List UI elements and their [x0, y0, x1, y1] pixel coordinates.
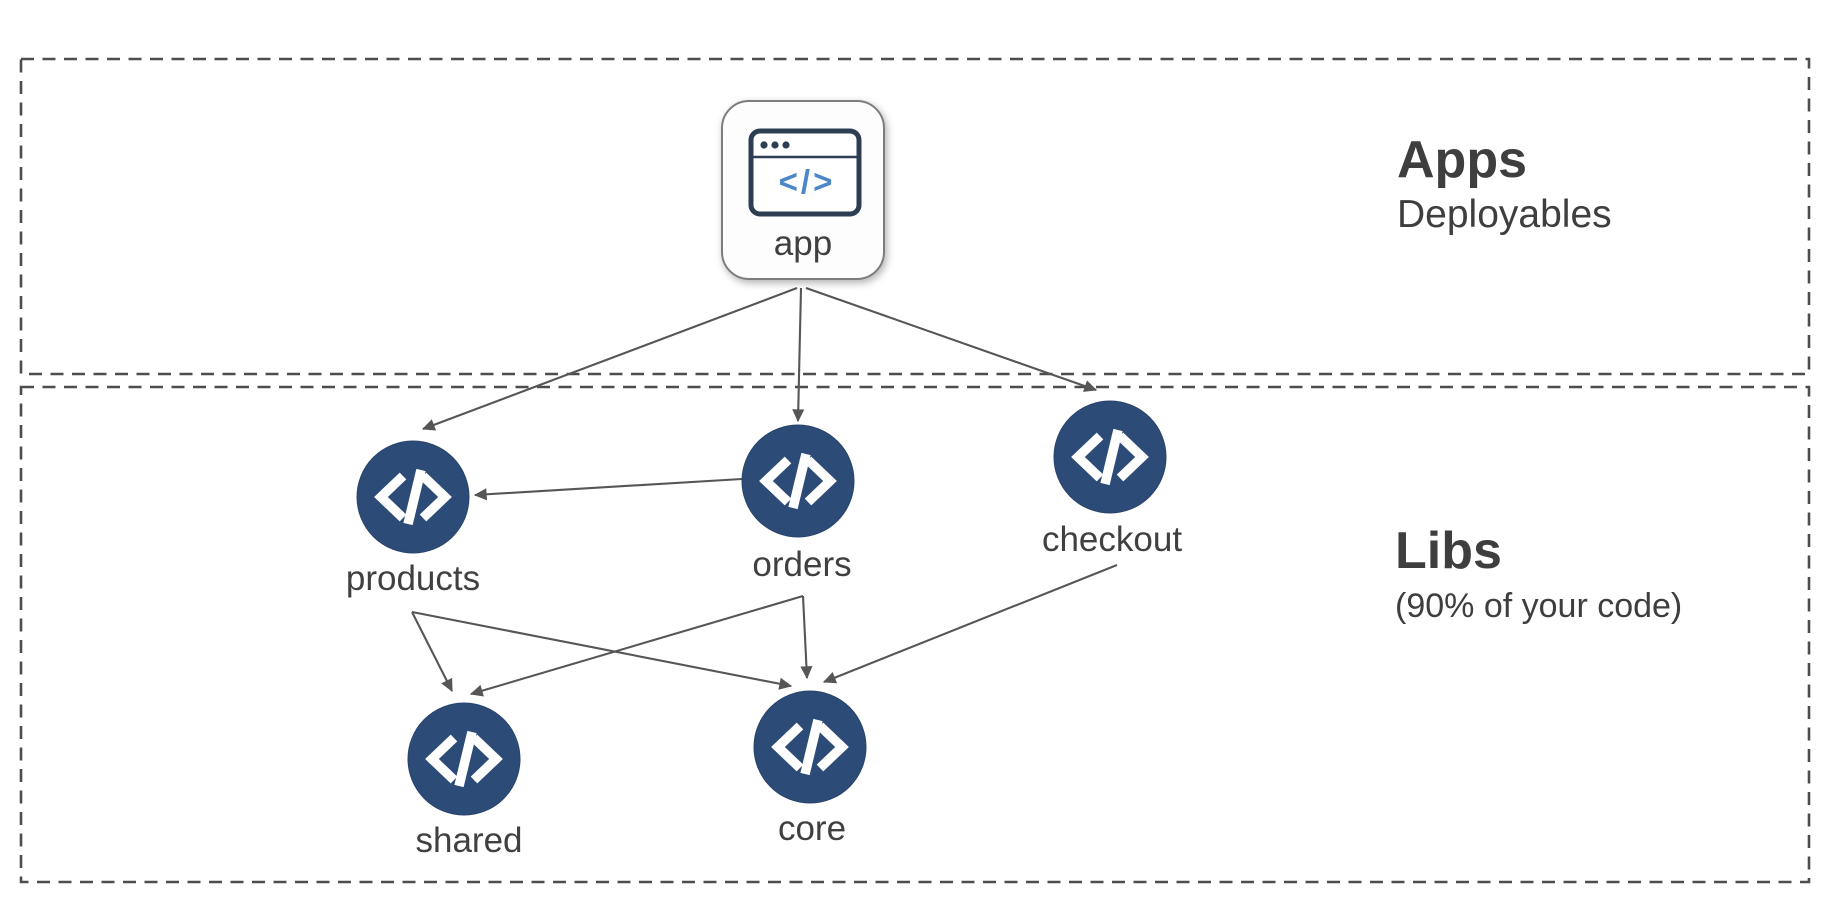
apps-section-box	[19, 57, 1811, 376]
libs-section-subtitle: (90% of your code)	[1395, 587, 1682, 625]
node-products-label: products	[346, 559, 480, 598]
browser-window-icon: </>	[748, 128, 862, 217]
edge-orders-core	[800, 595, 813, 680]
node-products: products	[346, 440, 480, 598]
browser-dot	[782, 141, 790, 149]
node-core: core	[753, 690, 867, 848]
app-code-glyph: </>	[779, 163, 836, 200]
edge-app-orders	[792, 287, 805, 423]
edge-orders-shared	[469, 594, 804, 697]
browser-dot	[760, 141, 768, 149]
libs-section-title: Libs	[1395, 522, 1502, 580]
dependency-edges	[411, 287, 1118, 697]
edge-app-products	[421, 287, 798, 431]
section-headings: Apps Deployables Libs (90% of your code)	[1395, 131, 1682, 625]
browser-frame	[748, 128, 862, 217]
apps-section-subtitle: Deployables	[1397, 193, 1612, 236]
browser-dot	[771, 141, 779, 149]
apps-section-title: Apps	[1397, 131, 1527, 189]
libs-section-box	[19, 385, 1811, 884]
edge-checkout-core	[822, 564, 1118, 684]
node-shared-label: shared	[415, 821, 522, 860]
edge-products-shared	[411, 611, 453, 693]
node-shared: shared	[407, 702, 523, 860]
node-checkout-label: checkout	[1042, 520, 1182, 559]
edge-orders-products	[473, 477, 743, 501]
node-core-label: core	[778, 809, 846, 848]
edge-products-core	[411, 610, 793, 690]
edge-app-checkout	[805, 287, 1098, 392]
node-app: </> app	[721, 100, 885, 280]
node-orders: orders	[741, 424, 855, 584]
node-orders-label: orders	[752, 545, 851, 584]
node-app-label: app	[774, 224, 832, 263]
node-checkout: checkout	[1042, 400, 1182, 559]
